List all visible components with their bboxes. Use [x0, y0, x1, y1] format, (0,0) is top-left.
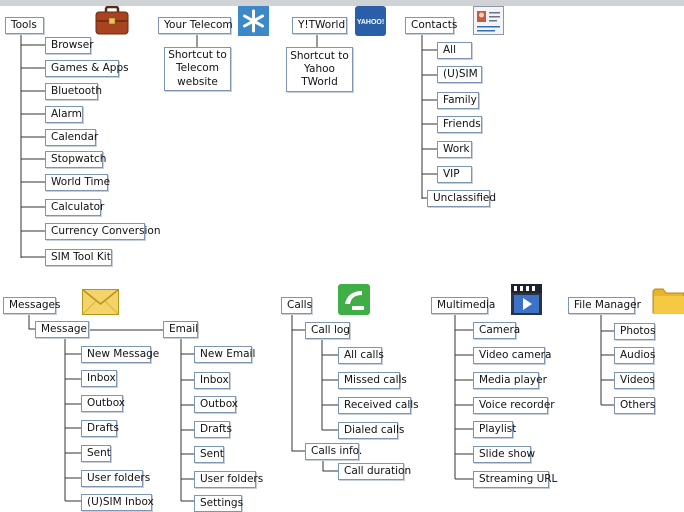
filemanager-item: Others: [614, 397, 655, 414]
contacts-item: Family: [437, 92, 479, 109]
tools-item: Currency Conversion: [45, 223, 161, 240]
tools-item: Browser: [45, 37, 94, 54]
contacts-title: Contacts: [405, 17, 457, 34]
contacts-item: Work: [437, 141, 472, 158]
svg-text:YAHOO!: YAHOO!: [357, 19, 384, 26]
tools-item: SIM Tool Kit: [45, 249, 112, 266]
tools-item: Stopwatch: [45, 151, 106, 168]
multimedia-item: Video camera: [473, 347, 551, 364]
callsinfo-item: Call duration: [338, 463, 411, 480]
contacts-item: VIP: [437, 166, 472, 183]
filemanager-item: Videos: [614, 372, 655, 389]
messages-title: Messages: [3, 297, 61, 314]
multimedia-item: Voice recorder: [473, 397, 555, 414]
contacts-item: All: [437, 42, 472, 59]
message-item: Outbox: [81, 395, 125, 412]
message-item: Sent: [81, 445, 111, 462]
message-item: (U)SIM Inbox: [81, 494, 154, 511]
message-item: Inbox: [81, 370, 117, 387]
message-title: Message: [35, 321, 89, 338]
yahoo-logo-icon: YAHOO!: [355, 6, 386, 36]
email-item: Drafts: [194, 421, 232, 438]
multimedia-item: Media player: [473, 372, 547, 389]
clapperboard-icon: [511, 284, 542, 315]
email-item: New Email: [194, 346, 255, 363]
tools-item: Alarm: [45, 106, 83, 123]
calls-title: Calls: [281, 297, 312, 314]
top-border: [0, 0, 684, 6]
calllog-item: Received calls: [338, 397, 419, 414]
email-title: Email: [163, 321, 198, 338]
email-item: Inbox: [194, 372, 230, 389]
callsinfo-title: Calls info.: [305, 443, 362, 460]
briefcase-icon: [95, 5, 129, 35]
tools-item: Calendar: [45, 129, 98, 146]
multimedia-item: Playlist: [473, 421, 516, 438]
contacts-item: Friends: [437, 116, 482, 133]
tools-title: Tools: [5, 17, 44, 34]
multimedia-title: Multimedia: [431, 297, 495, 314]
contacts-item: Unclassified: [427, 190, 496, 207]
folder-icon: [652, 286, 684, 314]
multimedia-item: Camera: [473, 322, 520, 339]
email-item: Sent: [194, 446, 224, 463]
ytworld-shortcut: Shortcut to Yahoo TWorld: [286, 47, 353, 92]
contact-card-icon: [473, 6, 504, 35]
ytworld-title: Y!TWorld: [292, 17, 347, 34]
message-item: Drafts: [81, 420, 119, 437]
filemanager-item: Audios: [614, 347, 655, 364]
tools-item: Bluetooth: [45, 83, 102, 100]
message-item: New Message: [81, 346, 159, 363]
calllog-item: Dialed calls: [338, 422, 404, 439]
multimedia-item: Slide show: [473, 446, 535, 463]
telecom-shortcut: Shortcut to Telecom website: [164, 47, 231, 91]
message-item: User folders: [81, 470, 150, 487]
telecom-title: Your Telecom: [158, 17, 233, 34]
filemanager-title: File Manager: [568, 297, 641, 314]
contacts-item: (U)SIM: [437, 66, 482, 83]
tools-item: Games & Apps: [45, 60, 129, 77]
phone-icon: [338, 284, 370, 315]
email-item: Settings: [194, 495, 243, 512]
filemanager-item: Photos: [614, 323, 655, 340]
email-item: User folders: [194, 471, 263, 488]
calllog-title: Call log: [305, 322, 350, 339]
tools-item: World Time: [45, 174, 110, 191]
calllog-item: All calls: [338, 347, 384, 364]
calllog-item: Missed calls: [338, 372, 407, 389]
email-item: Outbox: [194, 396, 238, 413]
multimedia-item: Streaming URL: [473, 471, 557, 488]
tools-item: Calculator: [45, 199, 104, 216]
envelope-icon: [82, 289, 119, 315]
telecom-logo-icon: [238, 6, 269, 36]
